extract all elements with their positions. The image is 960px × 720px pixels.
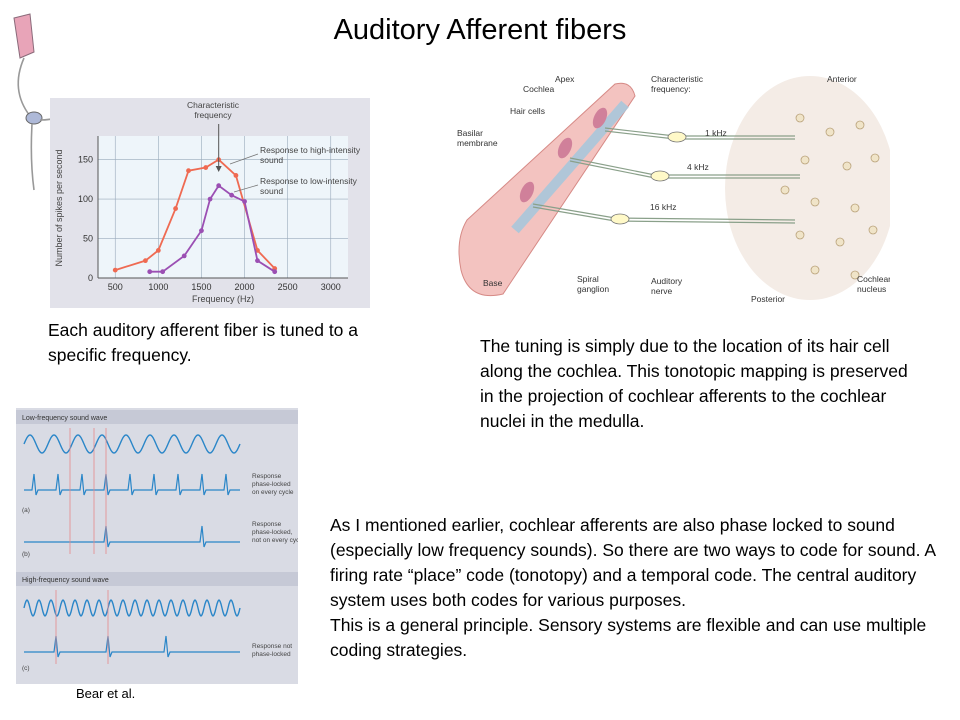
low-frequency-wave (23, 434, 241, 454)
image-credit: Bear et al. (76, 686, 136, 701)
data-point-1 (112, 267, 118, 273)
paragraph-principle-text: This is a general principle. Sensory sys… (330, 615, 927, 660)
char-freq-arrowhead (215, 166, 222, 172)
y-tick-label: 150 (78, 155, 93, 165)
x-tick-label: 500 (108, 282, 123, 292)
hair-cells (519, 107, 608, 203)
label-4khz: 4 kHz (687, 162, 709, 172)
cochlear-nucleus-region (725, 76, 890, 300)
data-point-1 (203, 165, 209, 170)
spike-train-b (24, 525, 240, 548)
label-cochlea: Cochlea (523, 84, 554, 94)
low-freq-title: Low-frequency sound wave (22, 415, 107, 422)
tuning-curve-chart: 0 50 100 150 500 1000 1500 2000 2500 3000 Number … (50, 98, 370, 308)
ganglion-cells (610, 131, 687, 225)
data-point-1 (233, 173, 239, 178)
series-line-2 (149, 184, 276, 273)
data-point-1 (143, 258, 148, 264)
label-16khz: 16 kHz (650, 202, 676, 212)
data-point-2 (216, 183, 222, 189)
data-point-2 (199, 228, 204, 234)
nucleus-cells (780, 113, 880, 280)
data-point-2 (207, 196, 213, 202)
waveforms (23, 428, 241, 664)
slide-title: Auditory Afferent fibers (333, 14, 627, 46)
paragraph-phase-locking: As I mentioned earlier, cochlear afferen… (330, 513, 950, 663)
plot-area (98, 136, 348, 278)
data-point-2 (160, 269, 166, 275)
paragraph-tuning: Each auditory afferent fiber is tuned to… (48, 320, 359, 365)
label-1khz: 1 kHz (705, 128, 727, 138)
data-point-2 (272, 269, 278, 275)
data-point-1 (155, 247, 161, 253)
spike-train-a (24, 473, 240, 496)
x-tick-label: 1500 (191, 282, 211, 292)
axes: 0 50 100 150 500 1000 1500 2000 2500 3000 (78, 136, 348, 292)
high-freq-title: High-frequency sound wave (22, 577, 109, 584)
x-tick-label: 3000 (321, 282, 341, 292)
y-tick-label: 0 (88, 273, 93, 283)
x-tick-label: 1000 (148, 282, 168, 292)
data-point-2 (147, 269, 153, 275)
data-point-2 (229, 192, 235, 198)
figure-background (16, 408, 298, 684)
data-point-1 (173, 206, 178, 211)
phase-locking-figure: Low-frequency sound wave High-frequency … (16, 408, 298, 684)
y-tick-label: 100 (78, 194, 93, 204)
data-point-2 (181, 253, 187, 259)
x-axis-label: Frequency (Hz) (192, 294, 254, 304)
data-point-2 (242, 199, 247, 204)
high-frequency-wave (23, 598, 241, 618)
x-tick-label: 2500 (278, 282, 298, 292)
label-posterior: Posterior (751, 294, 785, 304)
data-point-2 (255, 258, 260, 264)
tag-c: (c) (22, 665, 30, 672)
paragraph-phase-locking-text: As I mentioned earlier, cochlear afferen… (330, 515, 936, 610)
y-tick-label: 50 (83, 234, 93, 244)
tag-a: (a) (22, 507, 30, 514)
paragraph-tonotopy: The tuning is simply due to the location… (480, 336, 908, 431)
x-tick-label: 2000 (235, 282, 255, 292)
label-anterior: Anterior (827, 74, 857, 84)
y-axis-label: Number of spikes per second (54, 149, 64, 266)
data-point-1 (186, 168, 191, 174)
label-hair-cells: Hair cells (510, 106, 545, 116)
label-base: Base (483, 278, 503, 288)
label-apex: Apex (555, 74, 575, 84)
tag-b: (b) (22, 551, 30, 558)
